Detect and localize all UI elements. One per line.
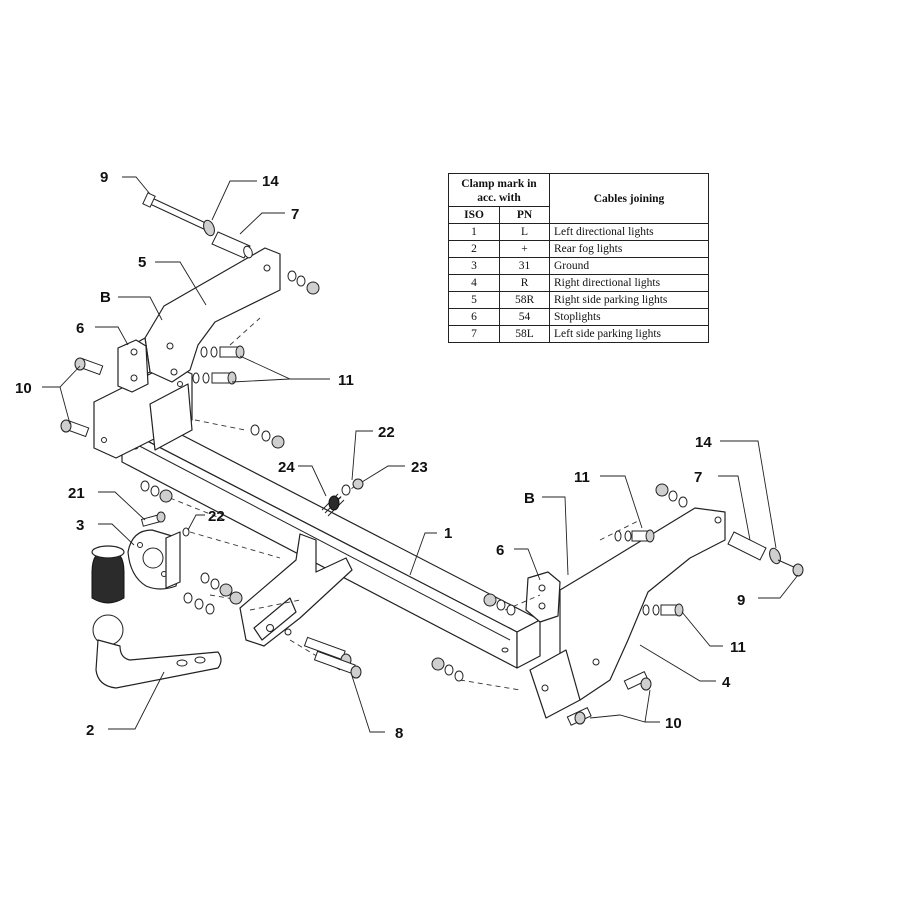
iso-cell: 1 xyxy=(447,223,501,241)
table-row: 1 L Left directional lights xyxy=(447,223,709,241)
description-cell: Left side parking lights xyxy=(549,325,709,343)
callout-7-right: 7 xyxy=(694,469,702,486)
table-row: 7 58L Left side parking lights xyxy=(447,325,709,343)
cable-clamp-table: Clamp mark in acc. with Cables joining I… xyxy=(447,173,709,343)
description-cell: Stoplights xyxy=(549,308,709,326)
right-bracket-part-4 xyxy=(529,507,726,719)
callout-24: 24 xyxy=(278,459,295,476)
callout-9-left: 9 xyxy=(100,169,108,186)
table-row: 2 + Rear fog lights xyxy=(447,240,709,258)
pn-cell: 31 xyxy=(499,257,550,275)
callout-5: 5 xyxy=(138,254,146,271)
callout-22-top: 22 xyxy=(378,424,395,441)
pn-header: PN xyxy=(499,206,550,224)
pn-cell: 58L xyxy=(499,325,550,343)
callout-7-left: 7 xyxy=(291,206,299,223)
callout-21: 21 xyxy=(68,485,85,502)
table-row: 6 54 Stoplights xyxy=(447,308,709,326)
leader-lines xyxy=(42,176,799,733)
right-plate-part-6 xyxy=(525,571,561,623)
callout-3: 3 xyxy=(76,517,84,534)
callout-10-right: 10 xyxy=(665,715,682,732)
clamp-mark-header: Clamp mark in acc. with xyxy=(448,173,550,207)
callout-22-lower: 22 xyxy=(208,508,225,525)
callout-14-left: 14 xyxy=(262,173,279,190)
iso-header: ISO xyxy=(447,206,501,224)
table-row: 3 31 Ground xyxy=(447,257,709,275)
description-cell: Ground xyxy=(549,257,709,275)
callout-4: 4 xyxy=(722,674,731,691)
description-cell: Rear fog lights xyxy=(549,240,709,258)
tow-ball-part-2 xyxy=(91,545,222,689)
pn-cell: 58R xyxy=(499,291,550,309)
spring-part-24 xyxy=(321,493,345,517)
callout-11-right-top: 11 xyxy=(574,469,590,486)
table-row: 5 58R Right side parking lights xyxy=(447,291,709,309)
table-row: 4 R Right directional lights xyxy=(447,274,709,292)
crossbar-part-1 xyxy=(117,409,541,669)
callout-6-right: 6 xyxy=(496,542,504,559)
description-cell: Right directional lights xyxy=(549,274,709,292)
iso-cell: 6 xyxy=(447,308,501,326)
assembly-lines xyxy=(169,317,641,691)
left-mounting-plate xyxy=(93,363,193,459)
pn-cell: 54 xyxy=(499,308,550,326)
callout-11-left: 11 xyxy=(338,372,354,389)
pn-cell: R xyxy=(499,274,550,292)
callout-labels: 9 14 7 5 B 6 11 10 22 23 24 1 21 3 22 2 … xyxy=(15,169,746,742)
callout-B-right: B xyxy=(524,490,535,507)
hardware xyxy=(60,192,804,726)
iso-cell: 7 xyxy=(447,325,501,343)
callout-9-right: 9 xyxy=(737,592,745,609)
left-plate-part-6 xyxy=(117,339,149,393)
callout-B-left: B xyxy=(100,289,111,306)
callout-14-right: 14 xyxy=(695,434,712,451)
callout-8: 8 xyxy=(395,725,403,742)
callout-23: 23 xyxy=(411,459,428,476)
callout-2: 2 xyxy=(86,722,94,739)
iso-cell: 3 xyxy=(447,257,501,275)
iso-cell: 5 xyxy=(447,291,501,309)
center-mounting-plate xyxy=(239,533,353,647)
iso-cell: 4 xyxy=(447,274,501,292)
iso-cell: 2 xyxy=(447,240,501,258)
callout-1: 1 xyxy=(444,525,452,542)
callout-6-left: 6 xyxy=(76,320,84,337)
pn-cell: + xyxy=(499,240,550,258)
cables-joining-header: Cables joining xyxy=(549,173,709,224)
callout-10-left: 10 xyxy=(15,380,32,397)
pn-cell: L xyxy=(499,223,550,241)
socket-plate-part-3 xyxy=(127,529,181,590)
description-cell: Right side parking lights xyxy=(549,291,709,309)
description-cell: Left directional lights xyxy=(549,223,709,241)
callout-11-right-bottom: 11 xyxy=(730,639,746,656)
